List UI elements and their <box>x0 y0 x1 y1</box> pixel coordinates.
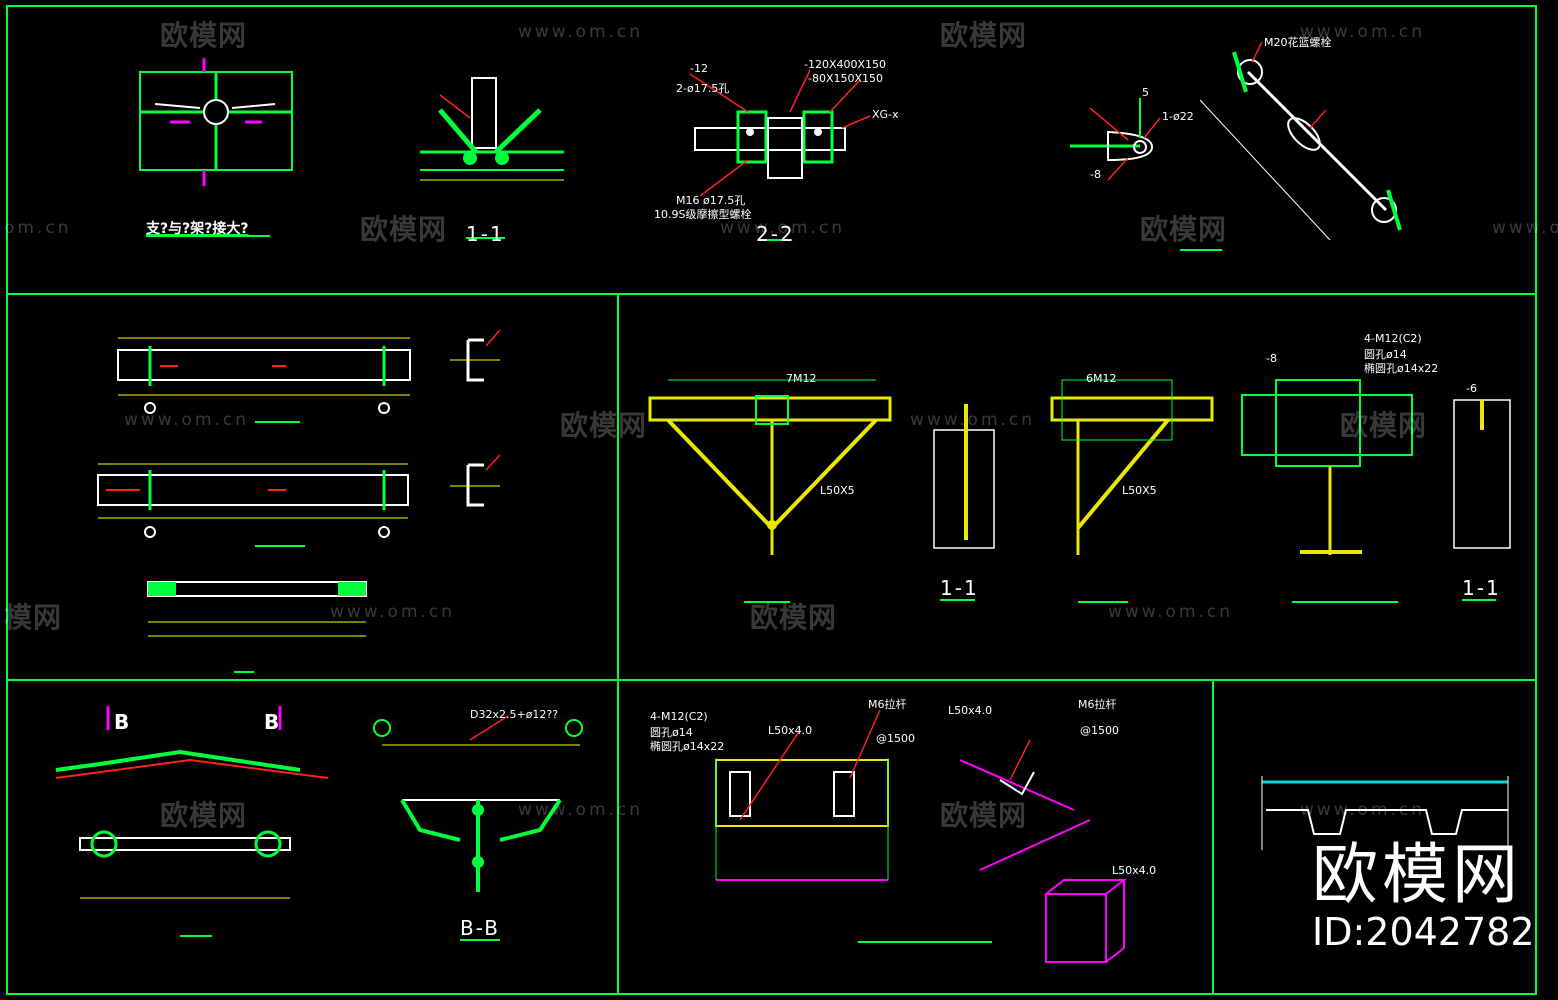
watermark-brand: 欧模网 <box>1140 213 1228 246</box>
section-mark-b-right: B <box>264 710 280 734</box>
detail-turnbuckle-diagonal <box>1199 41 1402 241</box>
callout-l50x4-a: L50x4.0 <box>768 724 813 737</box>
callout-bolt-grade: 10.9S级摩擦型螺栓 <box>654 208 752 221</box>
watermark-url: www.om.cn <box>1300 22 1426 42</box>
detail-section-2-2-top <box>689 69 871 241</box>
callout-bolt: M16 ø17.5孔 <box>676 194 746 207</box>
sheet-frame <box>6 5 1537 995</box>
watermark-brand: 模网 <box>4 601 63 634</box>
callout-m6-a: M6拉杆 <box>868 698 907 711</box>
watermark-brand: 欧模网 <box>940 799 1028 832</box>
section-label-1-1-mid-a: 1-1 <box>940 576 979 600</box>
watermark-url: www.om.cn <box>1300 800 1426 820</box>
callout-neg8-b: -8 <box>1266 352 1277 365</box>
brand-logo: 欧模网 ID:2042782 <box>1312 836 1535 955</box>
callout-m6-b: M6拉杆 <box>1078 698 1117 711</box>
watermark-url: www.om.cn <box>518 800 644 820</box>
callout-6m12: 6M12 <box>1086 372 1117 385</box>
detail-knee-brace-center <box>648 379 892 603</box>
callout-xg: XG-x <box>872 108 899 121</box>
callout-1500-b: @1500 <box>1080 724 1119 737</box>
detail-purlin-sections <box>450 329 501 507</box>
logo-id: ID:2042782 <box>1312 910 1535 954</box>
detail-tie-bar <box>147 581 367 673</box>
callout-hole14: 圆孔ø14 <box>1364 348 1407 361</box>
callout-l50x4-b: L50x4.0 <box>948 704 993 717</box>
callout-1-22: 1-ø22 <box>1162 110 1194 123</box>
detail-roof-ridge <box>55 706 329 937</box>
section-label-1-1-top: 1-1 <box>466 222 505 246</box>
callout-5: 5 <box>1142 86 1149 99</box>
watermark-url: www.om.cn <box>124 410 250 430</box>
detail-section-1-1-top <box>420 77 564 239</box>
detail-section-b-b <box>373 715 583 941</box>
watermark-brand: 欧模网 <box>160 799 248 832</box>
callout-4m12: 4-M12(C2) <box>1364 332 1422 345</box>
detail-purlin-2 <box>97 463 409 547</box>
watermark-url: www.om.cn <box>518 22 644 42</box>
callout-neg8: -8 <box>1090 168 1101 181</box>
callout-hole14x22-b: 椭圆孔ø14x22 <box>650 740 725 753</box>
callout-4m12-b: 4-M12(C2) <box>650 710 708 723</box>
callout-plate-12: -12 <box>690 62 708 75</box>
callout-plate-80: -80X150X150 <box>808 72 884 85</box>
section-mark-b-left: B <box>114 710 130 734</box>
detail-brace-plate <box>139 58 293 237</box>
detail-knee-brace-side <box>1050 379 1214 603</box>
watermark-url: om.cn <box>4 218 72 238</box>
callout-plate-120: -120X400X150 <box>804 58 887 71</box>
watermark-url: www.om.cn <box>1492 218 1558 238</box>
watermark-brand: 欧模网 <box>750 601 838 634</box>
detail-column-connection <box>1241 379 1511 603</box>
watermark-url: www.om.cn <box>720 218 846 238</box>
callout-hole14-b: 圆孔ø14 <box>650 726 693 739</box>
watermark-url: www.om.cn <box>330 602 456 622</box>
watermark-brand: 欧模网 <box>940 19 1028 52</box>
callout-1500: @1500 <box>876 732 915 745</box>
detail-purlin-rafter-connection <box>715 709 1127 963</box>
callout-d32: D32x2.5+ø12?? <box>470 708 559 721</box>
watermark-brand: 欧模网 <box>560 409 648 442</box>
callout-m20: M20花篮螺栓 <box>1264 36 1332 49</box>
callout-l50x5: L50X5 <box>820 484 855 497</box>
section-label-b-b: B-B <box>460 916 500 940</box>
section-label-2-2-top: 2-2 <box>756 222 795 246</box>
callout-neg6: -6 <box>1466 382 1477 395</box>
detail-section-1-1-mid-a <box>933 404 995 601</box>
detail-roof-panel-profile <box>1261 776 1509 850</box>
detail-purlin-1 <box>117 337 411 423</box>
watermark-brand: 欧模网 <box>160 19 248 52</box>
logo-name: 欧模网 <box>1312 836 1522 913</box>
watermark-brand: 欧模网 <box>1340 409 1428 442</box>
detail-tie-rod <box>1070 98 1222 251</box>
watermark-url: www.om.cn <box>910 410 1036 430</box>
callout-hole: 2-ø17.5孔 <box>676 82 730 95</box>
callout-l50x4-c: L50x4.0 <box>1112 864 1157 877</box>
detail-title-brace-plate: 支?与?架?接大? <box>146 221 249 237</box>
callout-7m12: 7M12 <box>786 372 817 385</box>
watermark-brand: 欧模网 <box>360 213 448 246</box>
callout-l50x5-side: L50X5 <box>1122 484 1157 497</box>
callout-hole14x22: 椭圆孔ø14x22 <box>1364 362 1439 375</box>
watermark-url: www.om.cn <box>1108 602 1234 622</box>
section-label-1-1-mid-b: 1-1 <box>1462 576 1501 600</box>
